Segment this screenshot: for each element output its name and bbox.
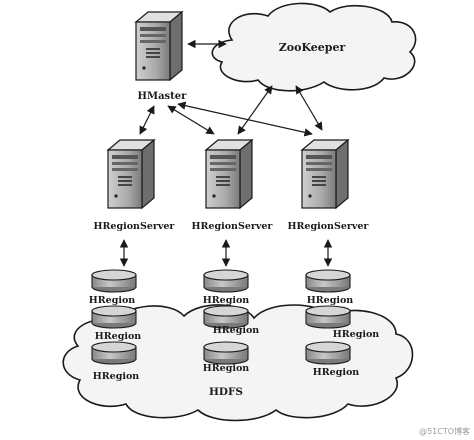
arrow-hmaster-server3 <box>177 101 313 137</box>
hregion-disk-icon <box>91 305 137 329</box>
hregion-label: HRegion <box>213 325 260 336</box>
hdfs-label: HDFS <box>209 386 243 398</box>
region-server-2-icon <box>205 139 253 209</box>
arrow-zookeeper-server2 <box>237 85 273 135</box>
zookeeper-label: ZooKeeper <box>279 41 346 54</box>
hmaster-label: HMaster <box>138 91 188 102</box>
hregion-disk-icon <box>305 305 351 329</box>
hregion-disk-icon <box>203 269 249 293</box>
region-server-1-icon <box>107 139 155 209</box>
hmaster-server-icon <box>135 11 183 81</box>
connector-arrows <box>119 39 333 267</box>
arrow-hmaster-server1 <box>139 105 155 135</box>
hregion-disk-icon <box>91 269 137 293</box>
arrow-zookeeper-server3 <box>295 85 323 131</box>
hregion-label: HRegion <box>203 295 250 306</box>
hregion-disk-icon <box>203 341 249 365</box>
hregion-label: HRegion <box>89 295 136 306</box>
zookeeper-cloud <box>211 2 417 92</box>
hregion-label: HRegion <box>203 363 250 374</box>
region-server-1-label: HRegionServer <box>94 221 176 232</box>
hregion-label: HRegion <box>95 331 142 342</box>
region-server-3-icon <box>301 139 349 209</box>
hregion-label: HRegion <box>313 367 360 378</box>
region-server-3-label: HRegionServer <box>288 221 370 232</box>
region-server-2-label: HRegionServer <box>192 221 274 232</box>
hregion-label: HRegion <box>333 329 380 340</box>
watermark: @51CTO博客 <box>419 426 470 436</box>
hregion-disk-icon <box>305 341 351 365</box>
hregion-disk-icon <box>305 269 351 293</box>
hregion-disk-icon <box>91 341 137 365</box>
hregion-label: HRegion <box>307 295 354 306</box>
hregion-label: HRegion <box>93 371 140 382</box>
